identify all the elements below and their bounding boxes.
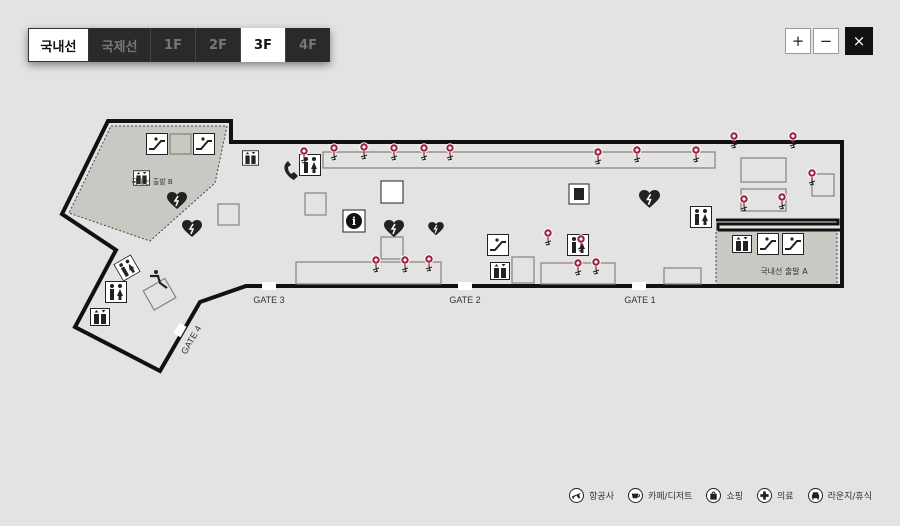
legend-cafe[interactable]: 카페/디저트 bbox=[628, 488, 692, 503]
legend-medical[interactable]: 의료 bbox=[757, 488, 794, 503]
tab-floor-3f[interactable]: 3F bbox=[240, 28, 285, 62]
inner-wall bbox=[716, 218, 842, 232]
departure-a-label: 국내선 출발 A bbox=[760, 266, 808, 276]
tab-floor-4f[interactable]: 4F bbox=[285, 28, 330, 62]
outer-wall bbox=[59, 119, 844, 374]
close-button[interactable]: × bbox=[845, 27, 873, 55]
gate-2-label: GATE 2 bbox=[449, 295, 480, 305]
legend-airline-label: 항공사 bbox=[589, 492, 614, 502]
legend-lounge[interactable]: 라운지/휴식 bbox=[807, 488, 872, 503]
tab-domestic[interactable]: 국내선 bbox=[28, 28, 89, 62]
zoom-out-button[interactable]: − bbox=[813, 28, 839, 54]
tab-floor-2f[interactable]: 2F bbox=[195, 28, 240, 62]
map-legend: 항공사 카페/디저트 쇼핑 의료 라운지/휴식 bbox=[569, 488, 872, 503]
shopping-bag-icon bbox=[706, 488, 722, 503]
floor-selector: 국내선 국제선 1F 2F 3F 4F bbox=[28, 28, 330, 62]
legend-cafe-label: 카페/디저트 bbox=[648, 492, 693, 502]
airplane-icon bbox=[569, 488, 585, 503]
tab-international[interactable]: 국제선 bbox=[89, 28, 150, 62]
gate-1-label: GATE 1 bbox=[624, 295, 655, 305]
svg-text:i: i bbox=[352, 215, 356, 228]
medical-cross-icon bbox=[757, 488, 772, 503]
tab-floor-1f[interactable]: 1F bbox=[150, 28, 195, 62]
departure-b-label: 국내선 출발 B bbox=[131, 177, 173, 186]
gate-3-label: GATE 3 bbox=[253, 295, 284, 305]
legend-shopping[interactable]: 쇼핑 bbox=[706, 488, 743, 503]
legend-airline[interactable]: 항공사 bbox=[569, 488, 614, 503]
legend-shopping-label: 쇼핑 bbox=[726, 492, 743, 502]
zoom-in-button[interactable]: + bbox=[785, 28, 811, 54]
legend-lounge-label: 라운지/휴식 bbox=[827, 492, 872, 502]
armchair-icon bbox=[807, 488, 823, 503]
coffee-cup-icon bbox=[628, 488, 643, 503]
legend-medical-label: 의료 bbox=[777, 492, 794, 502]
